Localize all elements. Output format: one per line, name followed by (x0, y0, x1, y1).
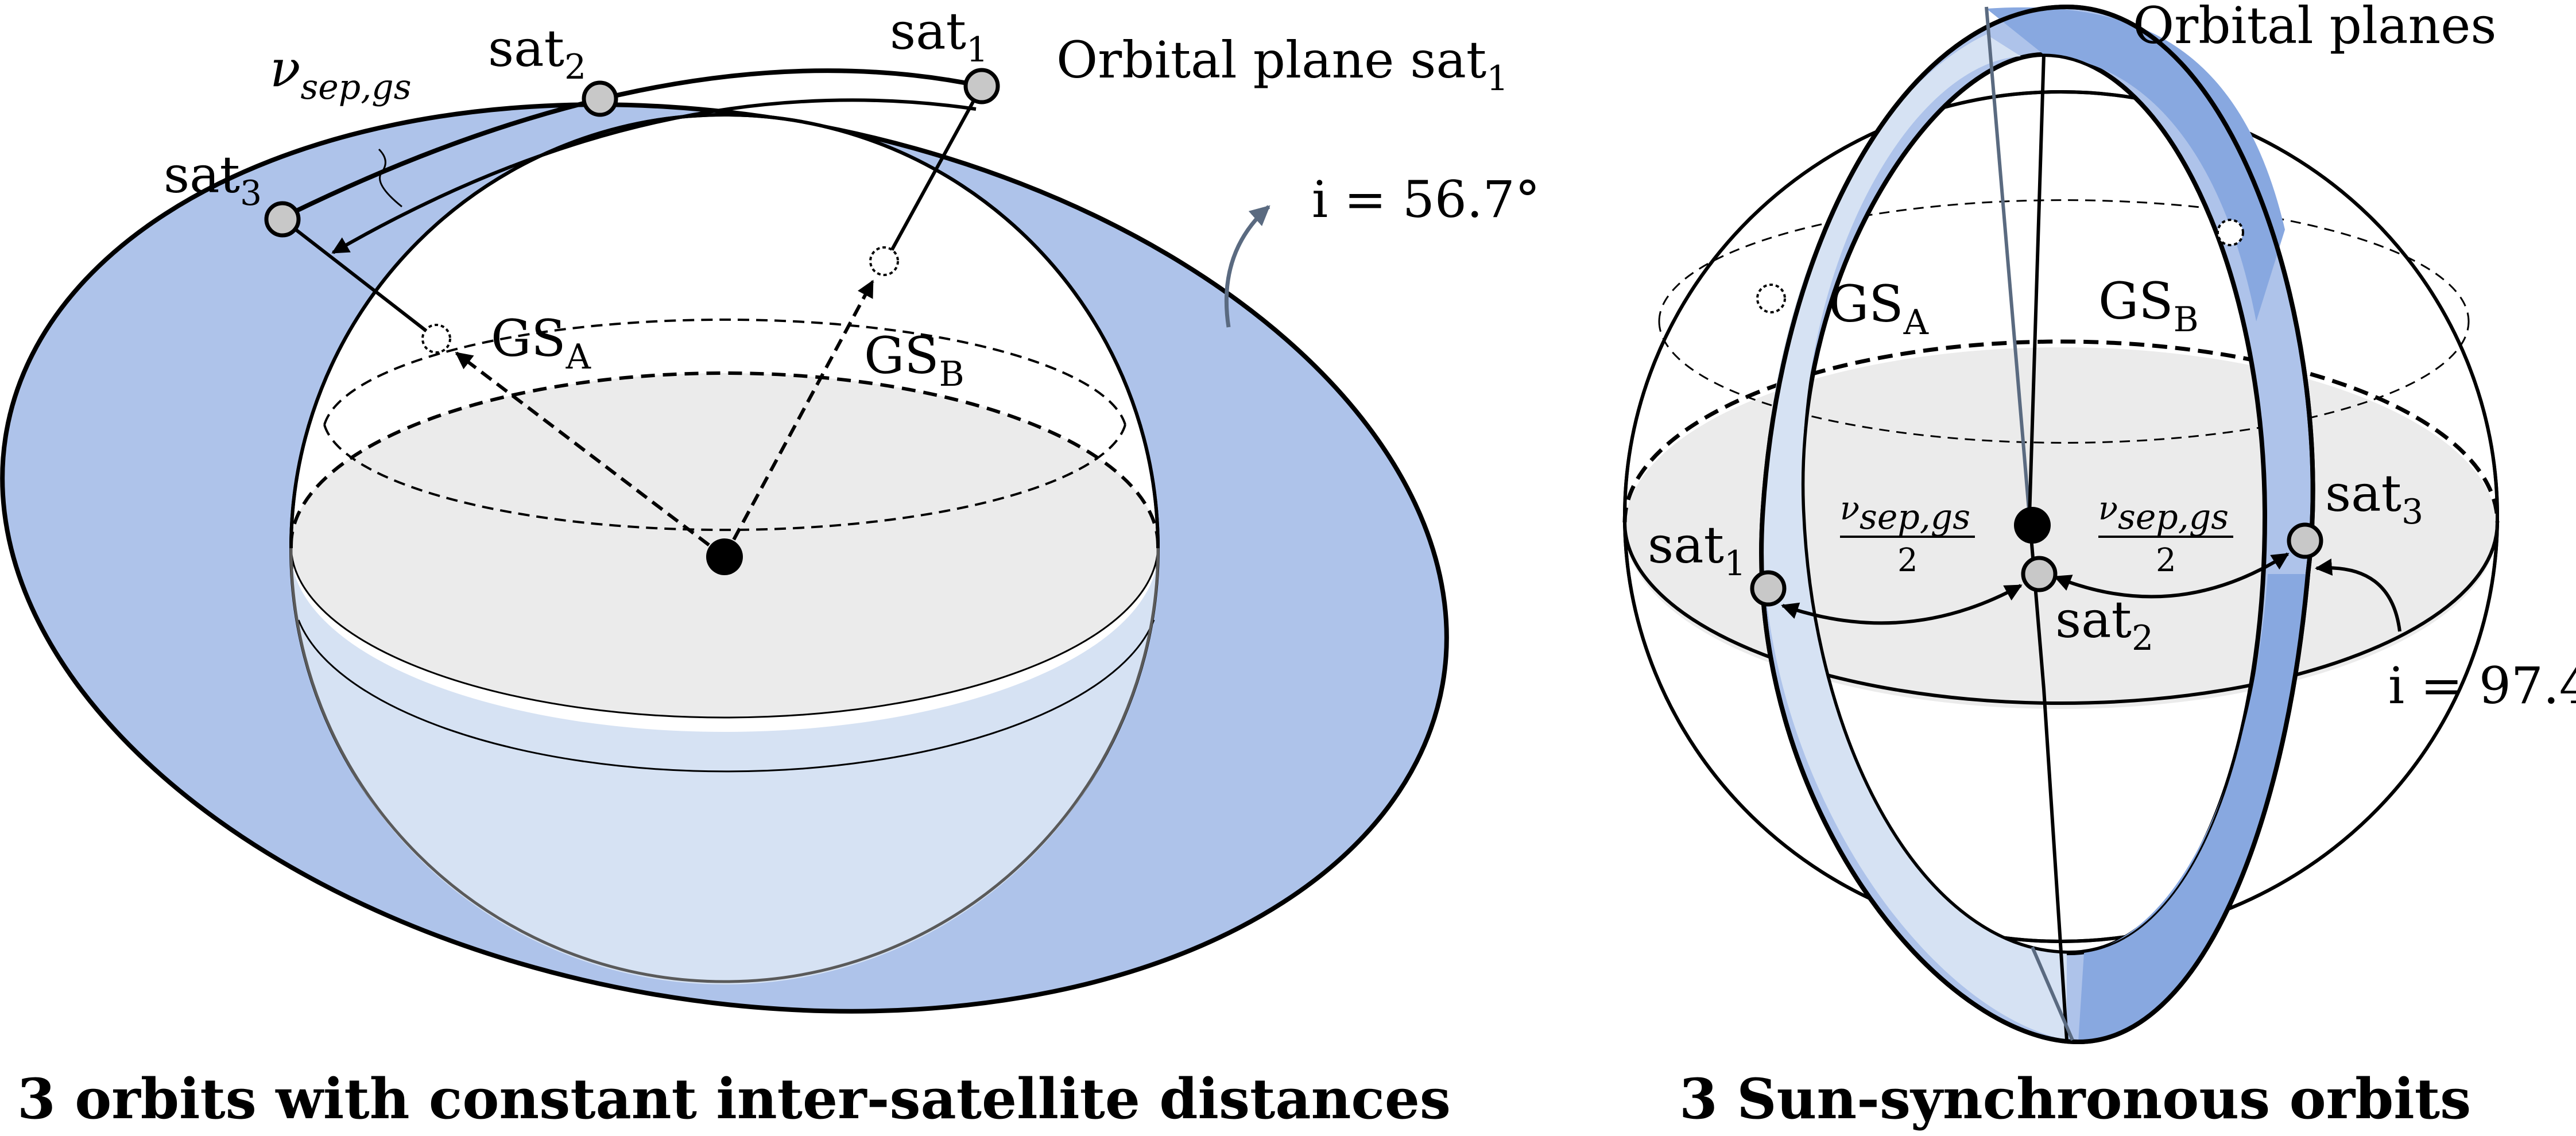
right-sat1-label: sat1 (1648, 515, 1746, 584)
left-orbit-inner-edge (297, 619, 1155, 773)
left-diagram: sat1 sat2 sat3 νsep,gs Orbital plane sat… (0, 2, 1540, 1131)
right-gs-b-marker (2217, 219, 2244, 246)
right-sat1-marker (1750, 570, 1787, 607)
right-sat3-marker (2287, 522, 2323, 559)
left-gs-b-marker (869, 246, 899, 276)
left-gs-a-label: GSA (491, 309, 591, 377)
left-caption: 3 orbits with constant inter-satellite d… (17, 1067, 1451, 1131)
left-separation-label: νsep,gs (270, 39, 411, 107)
right-inclination-label: i = 97.4° (2388, 656, 2576, 715)
left-sat1-label: sat1 (890, 2, 988, 70)
right-gs-a-label: GSA (1829, 274, 1929, 343)
right-sat3-label: sat3 (2325, 464, 2423, 532)
left-gs-a-marker (421, 324, 451, 354)
right-separation-arrow-left (1781, 584, 2023, 625)
right-sat2-marker (2021, 556, 2058, 592)
left-earth-lower-shade (291, 551, 1158, 984)
right-half-separation-left: νsep,gs 2 (1840, 490, 1975, 579)
left-inclination-arrow (1224, 205, 1270, 328)
right-orbital-planes-label: Orbital planes (2133, 0, 2497, 55)
left-earth-center (706, 538, 743, 575)
left-orbit-top-edge (280, 68, 982, 220)
right-earth-center (2014, 507, 2051, 544)
svg-text:νsep,gs: νsep,gs (1840, 490, 1970, 537)
right-diagram: Orbital planes GSA GSB sat1 sat2 sat3 i … (1622, 0, 2576, 1131)
left-separation-arrow (331, 98, 977, 254)
svg-text:2: 2 (1897, 542, 1918, 579)
right-gs-a-marker (1756, 284, 1786, 313)
left-orbital-plane-label: Orbital plane sat1 (1056, 30, 1508, 99)
right-sat2-label: sat2 (2055, 590, 2153, 658)
left-sat2-label: sat2 (488, 19, 586, 87)
left-latitude-circle (323, 318, 1126, 425)
right-orbital-ring-dark (1986, 7, 2285, 321)
left-sat3-label: sat3 (164, 145, 262, 214)
right-orbital-ring-light (1762, 34, 2067, 1040)
left-sat1-marker (963, 68, 1000, 104)
svg-text:νsep,gs: νsep,gs (2098, 490, 2229, 537)
left-inclination-label: i = 56.7° (1312, 170, 1540, 229)
right-inclination-arrow (2315, 558, 2401, 632)
svg-text:2: 2 (2156, 542, 2176, 579)
left-sat3-marker (264, 201, 301, 238)
right-separation-arrow-right (2054, 552, 2290, 599)
left-sat2-marker (582, 80, 618, 117)
left-gs-b-label: GSB (864, 326, 964, 394)
right-gs-b-label: GSB (2098, 272, 2199, 340)
right-caption: 3 Sun-synchronous orbits (1679, 1067, 2471, 1131)
right-half-separation-right: νsep,gs 2 (2098, 490, 2233, 579)
